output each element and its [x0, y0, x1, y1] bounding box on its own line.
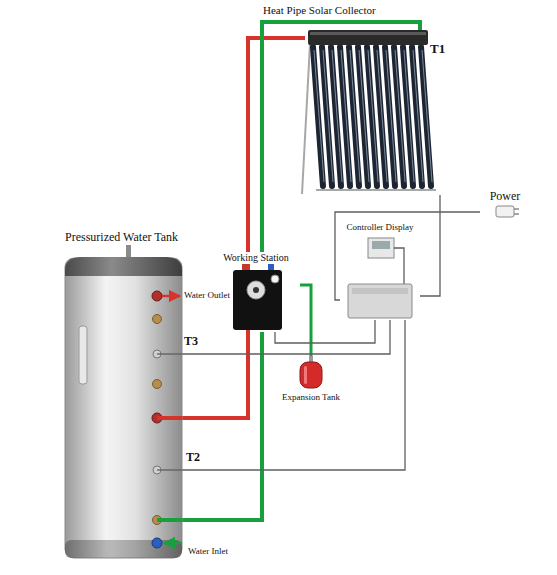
tube-highlight	[413, 50, 423, 182]
display-housing	[368, 238, 394, 258]
controller: Controller Display	[340, 222, 420, 320]
collector-leg	[302, 44, 310, 194]
port	[152, 538, 162, 548]
sensor-wire-stub	[157, 353, 182, 354]
water-tank: Pressurized Water Tank	[65, 255, 182, 558]
sensor-wire-stub	[157, 469, 182, 470]
expansion-tank: Expansion Tank	[300, 362, 322, 388]
plug-prong	[514, 213, 519, 215]
sensor-tag: T3	[184, 335, 198, 349]
tank-title: Pressurized Water Tank	[65, 231, 178, 245]
tube-highlights	[314, 50, 432, 182]
tube-highlight	[368, 50, 378, 182]
sensor-tag: T2	[186, 451, 200, 465]
tank-body	[65, 258, 182, 558]
collector-rail	[316, 189, 436, 191]
tube-highlight	[422, 50, 432, 182]
header-stripe	[310, 32, 426, 35]
pump-wire	[275, 320, 375, 343]
controller-lid	[352, 288, 408, 294]
tank-cap	[65, 257, 182, 276]
pipe-stub	[157, 416, 182, 420]
station-label: Working Station	[221, 252, 291, 264]
expansion-pipe	[300, 285, 311, 362]
tube-highlight	[323, 50, 333, 182]
return-pipe	[182, 332, 262, 520]
station-housing	[233, 270, 282, 330]
vacuum-tubes	[313, 47, 431, 186]
solar-collector: Heat Pipe Solar CollectorT1	[305, 30, 445, 195]
pipe-stub	[157, 518, 182, 522]
port	[153, 380, 162, 389]
sensor-tag: T1	[430, 42, 445, 57]
collector-title: Heat Pipe Solar Collector	[263, 4, 376, 17]
controller-box	[348, 284, 412, 318]
gauge	[271, 275, 279, 283]
tube-highlight	[341, 50, 351, 182]
tank-top-pipe	[126, 245, 131, 259]
expansion-label: Expansion Tank	[282, 392, 340, 402]
power-label: Power	[490, 190, 521, 204]
sensor-wire	[182, 320, 405, 470]
power-supply: Power	[480, 190, 530, 222]
tube-highlight	[386, 50, 396, 182]
supply-pipe	[262, 22, 420, 252]
valve-handle	[242, 264, 248, 270]
expansion-vessel	[300, 362, 322, 388]
tube-highlight	[350, 50, 360, 182]
sensor-wire	[182, 320, 390, 354]
collector-header	[308, 30, 428, 45]
pump-dial	[247, 281, 265, 299]
port	[153, 315, 162, 324]
vacuum-tube	[421, 47, 431, 186]
port-label: Water Outlet	[184, 290, 230, 300]
port-label: Water Inlet	[188, 546, 228, 556]
hot-pipe	[182, 38, 305, 418]
tube-highlight	[359, 50, 369, 182]
tube-highlight	[404, 50, 414, 182]
power-plug	[496, 206, 514, 217]
display-screen	[372, 241, 390, 249]
pump-dial-center	[253, 287, 259, 293]
controller-label: Controller Display	[346, 222, 413, 232]
plug-prong	[514, 208, 519, 210]
inlet-arrow	[164, 542, 182, 545]
vessel-highlight	[304, 366, 307, 384]
tank-base	[65, 540, 182, 558]
tube-highlight	[377, 50, 387, 182]
sensor-wire	[420, 195, 440, 296]
tube-highlight	[314, 50, 324, 182]
outlet-arrow	[162, 295, 180, 298]
port	[152, 291, 162, 301]
tube-highlight	[395, 50, 405, 182]
valve-handle	[268, 264, 274, 270]
tube-highlight	[332, 50, 342, 182]
display-cable	[394, 248, 404, 284]
tank-handle	[79, 326, 87, 384]
